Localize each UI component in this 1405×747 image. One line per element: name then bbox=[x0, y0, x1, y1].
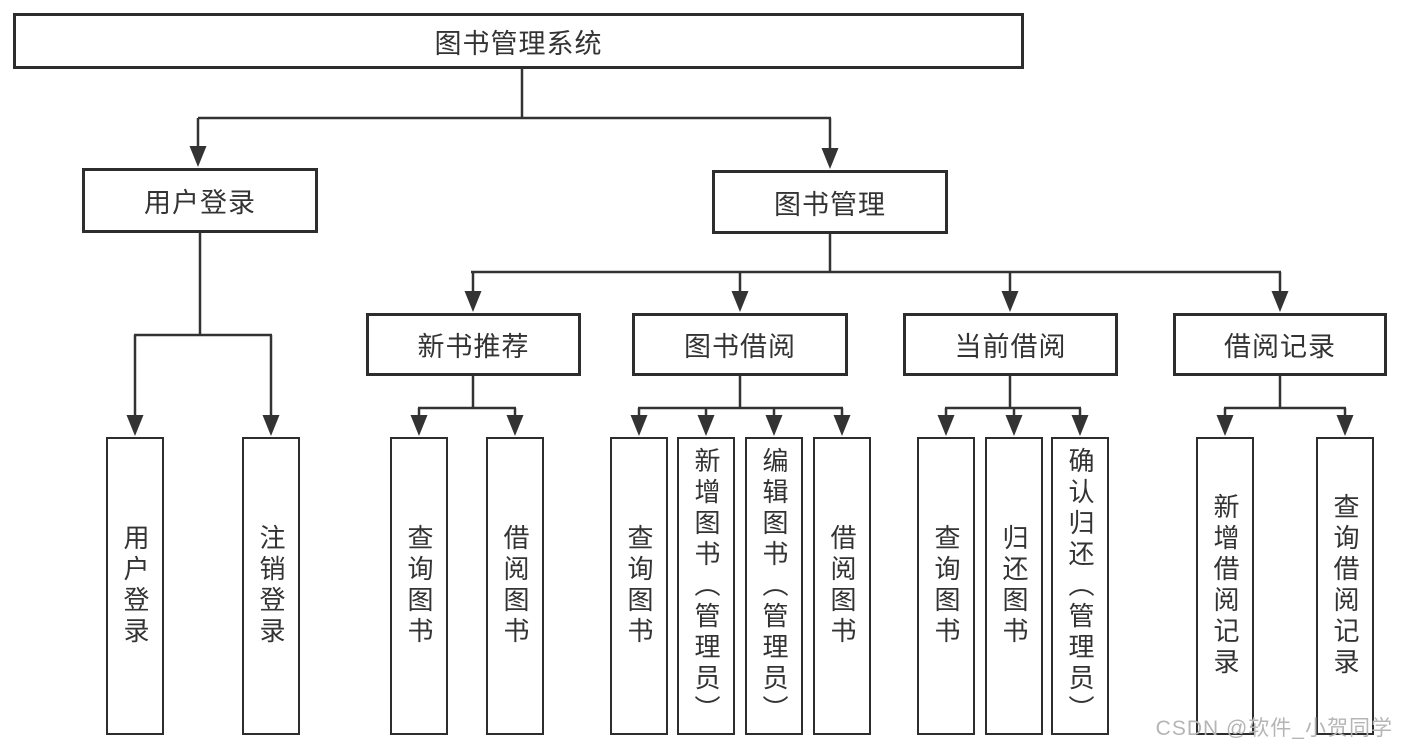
leaf-query-books-1-label: 查询图书 bbox=[404, 524, 434, 648]
leaf-confirm-return-admin-label: 确认归还（管理员） bbox=[1065, 446, 1095, 726]
leaf-query-books-3: 查询图书 bbox=[917, 437, 975, 735]
node-current-borrow-label: 当前借阅 bbox=[954, 332, 1067, 362]
leaf-borrow-books-1: 借阅图书 bbox=[486, 437, 544, 735]
edges-current-borrow bbox=[944, 376, 1082, 416]
edges-book-borrow bbox=[637, 376, 844, 416]
node-new-book-recommend: 新书推荐 bbox=[366, 313, 581, 376]
node-current-borrow: 当前借阅 bbox=[903, 313, 1118, 376]
leaf-query-books-3-label: 查询图书 bbox=[931, 524, 961, 648]
leaf-add-borrow-record: 新增借阅记录 bbox=[1196, 437, 1254, 735]
node-book-management-label: 图书管理 bbox=[774, 189, 886, 220]
leaf-edit-books-admin: 编辑图书（管理员） bbox=[745, 437, 803, 735]
arrowhead-icons bbox=[126, 146, 1354, 436]
leaf-add-borrow-record-label: 新增借阅记录 bbox=[1210, 493, 1240, 679]
node-user-login-label: 用户登录 bbox=[144, 188, 256, 218]
leaf-query-borrow-record-label: 查询借阅记录 bbox=[1330, 493, 1360, 679]
node-book-borrow: 图书借阅 bbox=[632, 313, 848, 376]
leaf-user-login: 用户登录 bbox=[106, 437, 164, 735]
edges-root bbox=[196, 69, 832, 149]
leaf-return-books: 归还图书 bbox=[985, 437, 1043, 735]
leaf-borrow-books-1-label: 借阅图书 bbox=[500, 524, 530, 648]
csdn-watermark: CSDN @软件_小贺同学 bbox=[1155, 717, 1393, 740]
node-root-system: 图书管理系统 bbox=[13, 13, 1024, 69]
leaf-query-borrow-record: 查询借阅记录 bbox=[1316, 437, 1374, 735]
node-book-management: 图书管理 bbox=[712, 170, 948, 234]
leaf-confirm-return-admin: 确认归还（管理员） bbox=[1051, 437, 1109, 735]
edges-borrow-records bbox=[1223, 376, 1347, 416]
leaf-user-login-label: 用户登录 bbox=[120, 524, 150, 648]
edges-new-book-recommend bbox=[417, 376, 517, 416]
node-borrow-records: 借阅记录 bbox=[1173, 313, 1387, 376]
edges-book-management bbox=[471, 234, 1282, 292]
edges-user-login bbox=[133, 233, 273, 416]
node-root-system-label: 图书管理系统 bbox=[434, 28, 603, 59]
leaf-logout-label: 注销登录 bbox=[256, 524, 286, 648]
leaf-query-books-2: 查询图书 bbox=[610, 437, 668, 735]
node-book-borrow-label: 图书借阅 bbox=[684, 332, 796, 362]
node-borrow-records-label: 借阅记录 bbox=[1224, 332, 1336, 362]
leaf-borrow-books-2-label: 借阅图书 bbox=[827, 524, 857, 648]
node-user-login: 用户登录 bbox=[82, 168, 318, 233]
leaf-query-books-2-label: 查询图书 bbox=[624, 524, 654, 648]
leaf-query-books-1: 查询图书 bbox=[390, 437, 448, 735]
leaf-logout: 注销登录 bbox=[242, 437, 300, 735]
leaf-edit-books-admin-label: 编辑图书（管理员） bbox=[759, 446, 789, 726]
leaf-add-books-admin-label: 新增图书（管理员） bbox=[691, 446, 721, 726]
node-new-book-recommend-label: 新书推荐 bbox=[417, 332, 530, 362]
leaf-add-books-admin: 新增图书（管理员） bbox=[677, 437, 735, 735]
leaf-borrow-books-2: 借阅图书 bbox=[813, 437, 871, 735]
leaf-return-books-label: 归还图书 bbox=[999, 524, 1029, 648]
